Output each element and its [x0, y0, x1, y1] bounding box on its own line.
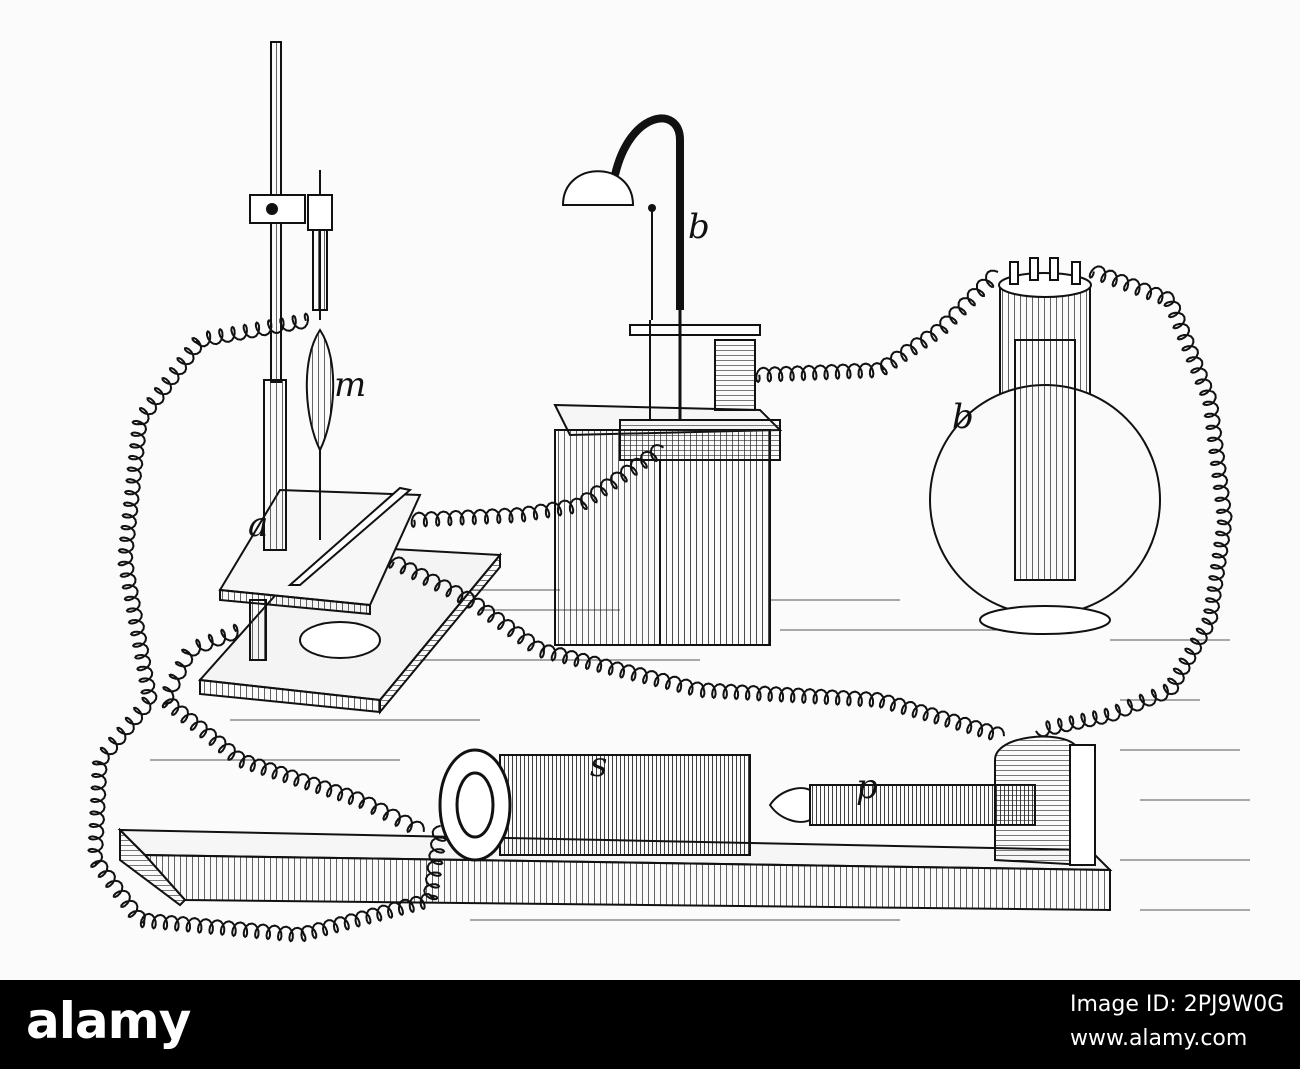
flask-battery	[929, 257, 1161, 635]
label-a: a	[248, 505, 269, 545]
label-p: p	[856, 767, 878, 807]
label-s: s	[590, 745, 608, 785]
site-url: www.alamy.com	[1070, 1026, 1248, 1051]
label-b-lamp: b	[688, 207, 710, 247]
watermark-footer: alamy Image ID: 2PJ9W0G www.alamy.com	[0, 980, 1300, 1069]
image-id: Image ID: 2PJ9W0G	[1070, 992, 1285, 1017]
label-b-flask: b	[952, 397, 974, 437]
brand-name: alamy	[26, 992, 191, 1050]
engraving-illustration: a m b b s p	[87, 41, 1250, 943]
label-m: m	[334, 365, 367, 405]
apparatus-drawing	[87, 41, 1250, 943]
connecting-wires	[87, 265, 1233, 943]
battery-box	[553, 114, 783, 646]
induction-coil	[117, 735, 1113, 912]
floor-shading	[150, 589, 1250, 921]
brand-logo: alamy	[26, 996, 191, 1046]
